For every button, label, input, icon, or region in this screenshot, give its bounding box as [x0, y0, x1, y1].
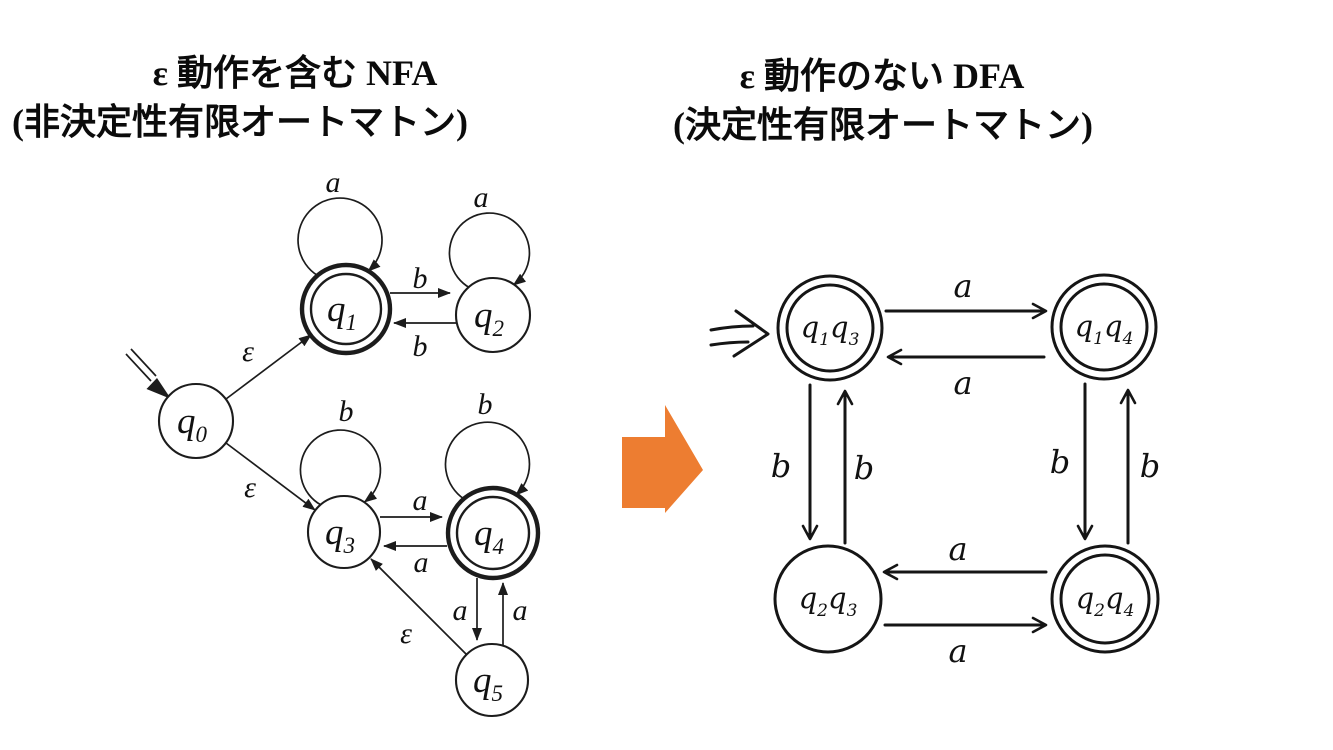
nfa-state-label-q5: q5 — [473, 660, 503, 706]
nfa-title-line1: ε 動作を含む NFA — [153, 53, 438, 93]
dfa-edge-label-q2q4-q1q4: b — [1140, 447, 1160, 485]
dfa-state-q1q4 — [1050, 273, 1158, 381]
nfa-state-label-q2: q2 — [474, 295, 504, 341]
nfa-title-line2: (非決定性有限オートマトン) — [12, 102, 468, 142]
nfa-state-label-q1: q1 — [327, 289, 357, 335]
nfa-edge-q0-q3 — [225, 442, 316, 511]
nfa-selfloop-q3 — [299, 429, 382, 506]
nfa-state-label-q3: q3 — [325, 512, 355, 558]
dfa-edge-label-q2q3-q1q3: b — [854, 449, 874, 487]
nfa-start-arrow — [125, 348, 171, 399]
nfa-edge-label-q4-q5: a — [453, 594, 468, 627]
dfa-title-line2: (決定性有限オートマトン) — [673, 105, 1093, 145]
dfa-edge-label-q2q3-q2q4: a — [948, 632, 967, 670]
nfa-state-label-q4: q4 — [474, 513, 504, 559]
nfa-selfloop-q4 — [444, 421, 531, 500]
nfa-selfloop-q1 — [297, 197, 383, 277]
dfa-title-line1: ε 動作のない DFA — [740, 56, 1025, 96]
nfa-edge-label-q5-q4: a — [513, 594, 528, 627]
nfa-loop-label-q4: b — [478, 388, 493, 421]
nfa-loop-label-q2: a — [474, 181, 489, 214]
nfa-start-arrowhead — [146, 378, 171, 399]
nfa-state-label-q0: q0 — [177, 401, 208, 447]
nfa-state-q3 — [306, 494, 382, 570]
dfa-state-q1q3 — [776, 274, 884, 382]
dfa-title: ε 動作のない DFA (決定性有限オートマトン) — [673, 56, 1093, 145]
dfa-start-arrow — [709, 309, 770, 358]
dfa-state-label-q2q4: q2q4 — [1076, 581, 1135, 621]
nfa-loop-label-q3: b — [339, 395, 354, 428]
nfa-edge-label-q5-q3: ε — [400, 617, 412, 650]
nfa-state-q2 — [454, 276, 532, 354]
nfa-diagram: q0 q1 q2 q3 q4 q5 a a b b ε ε b b a a a … — [125, 166, 541, 718]
dfa-edge-label-q1q4-q1q3: a — [953, 364, 972, 402]
nfa-edge-label-q3-q4: a — [413, 484, 428, 517]
nfa-edge-label-q0-q3: ε — [244, 471, 256, 504]
nfa-state-q1 — [299, 262, 393, 356]
dfa-edge-label-q2q4-q2q3: a — [948, 530, 967, 568]
dfa-state-label-q1q4: q1q4 — [1075, 309, 1134, 349]
dfa-edge-label-q1q3-q2q3: b — [771, 447, 791, 485]
nfa-edge-label-q4-q3: a — [414, 546, 429, 579]
dfa-state-label-q2q3: q2q3 — [799, 581, 858, 621]
nfa-edge-q5-q3 — [370, 558, 467, 655]
nfa-state-q5 — [454, 642, 530, 718]
nfa-title: ε 動作を含む NFA (非決定性有限オートマトン) — [12, 53, 468, 142]
nfa-state-q0 — [157, 382, 235, 460]
dfa-state-label-q1q3: q1q3 — [801, 310, 860, 350]
nfa-edge-q0-q1 — [225, 334, 312, 400]
nfa-loop-label-q1: a — [326, 166, 341, 199]
nfa-state-q4 — [445, 485, 541, 581]
nfa-edge-label-q1-q2: b — [413, 262, 428, 295]
dfa-diagram: q1q3 q1q4 q2q3 q2q4 a a b b b b a a — [709, 267, 1160, 670]
dfa-edge-label-q1q4-q2q4: b — [1050, 443, 1070, 481]
dfa-state-q2q3 — [773, 544, 883, 654]
nfa-edge-label-q2-q1: b — [413, 330, 428, 363]
dfa-state-q2q4 — [1050, 544, 1160, 654]
conversion-arrow-icon — [622, 405, 703, 513]
dfa-edge-label-q1q3-q1q4: a — [953, 267, 972, 305]
nfa-selfloop-q2 — [448, 212, 531, 289]
nfa-edge-label-q0-q1: ε — [242, 335, 254, 368]
